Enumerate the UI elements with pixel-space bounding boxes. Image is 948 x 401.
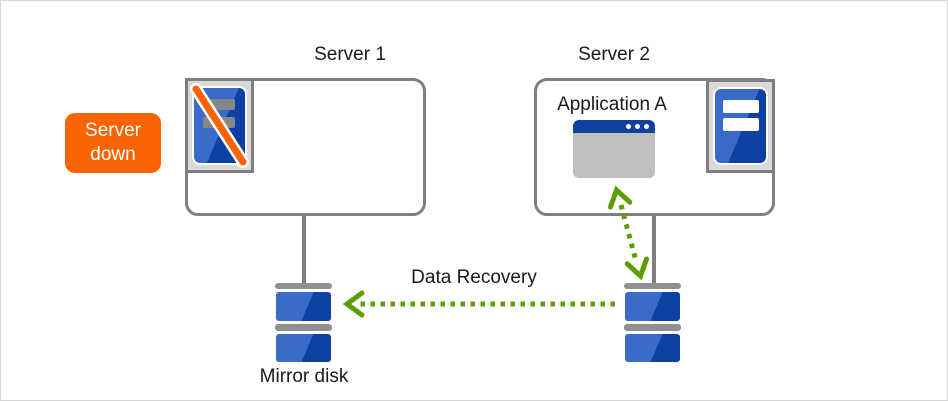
server1-title: Server 1 xyxy=(314,44,386,65)
server-down-badge-text: Server down xyxy=(85,120,141,165)
server2-disk-icon xyxy=(624,283,681,362)
disk-platter xyxy=(625,292,680,321)
server-icon xyxy=(706,79,775,173)
server-glyph-active xyxy=(713,87,768,165)
app-window-icon xyxy=(573,120,655,178)
titlebar-dot xyxy=(644,124,649,129)
titlebar-dot xyxy=(626,124,631,129)
mirror-disk-label: Mirror disk xyxy=(259,366,349,387)
slash-icon xyxy=(190,83,249,168)
disk-cap xyxy=(624,324,681,331)
server-down-badge: Server down xyxy=(65,113,161,173)
disk-platter xyxy=(276,334,331,362)
server-bar xyxy=(723,118,759,131)
disk-cap xyxy=(275,283,332,289)
app-window-titlebar xyxy=(573,120,655,133)
server-bar xyxy=(203,99,235,110)
server2-title: Server 2 xyxy=(578,44,650,65)
disk-platter xyxy=(625,334,680,362)
disk-platter xyxy=(276,292,331,321)
disk-cap xyxy=(275,324,332,331)
application-label: Application A xyxy=(557,94,667,115)
server1-disk-connector xyxy=(302,214,306,284)
server-bar xyxy=(723,100,759,113)
app-window-body xyxy=(573,133,655,178)
mirror-disk-icon xyxy=(275,283,332,362)
data-recovery-label: Data Recovery xyxy=(411,267,537,288)
dotted-arrow-left-icon xyxy=(342,290,615,318)
server-down-icon xyxy=(185,78,254,173)
disk-cap xyxy=(624,283,681,289)
server2-disk-connector xyxy=(652,214,656,284)
titlebar-dot xyxy=(635,124,640,129)
